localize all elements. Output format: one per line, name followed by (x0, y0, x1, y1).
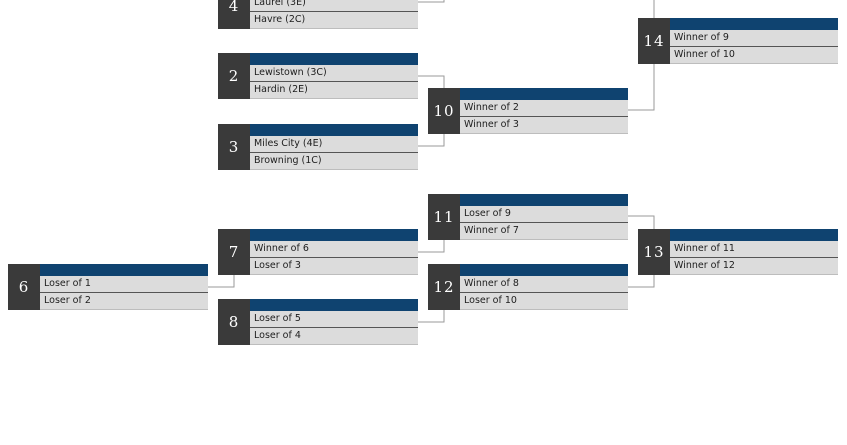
connector-4 (418, 0, 445, 3)
game-number: 4 (218, 0, 250, 29)
game-header (250, 124, 418, 136)
team-slot-1[interactable]: Loser of 1 (40, 276, 208, 293)
game-7[interactable]: 7 Winner of 6 Loser of 3 (218, 229, 418, 275)
team-slot-1[interactable]: Winner of 2 (460, 100, 628, 117)
game-12[interactable]: 12 Winner of 8 Loser of 10 (428, 264, 628, 310)
team-slot-2[interactable]: Winner of 3 (460, 117, 628, 133)
game-number: 10 (428, 88, 460, 134)
game-header (250, 229, 418, 241)
game-header (460, 264, 628, 276)
game-10[interactable]: 10 Winner of 2 Winner of 3 (428, 88, 628, 134)
game-shadow (40, 309, 208, 310)
game-header (460, 88, 628, 100)
game-shadow (250, 98, 418, 99)
team-slot-2[interactable]: Loser of 3 (250, 258, 418, 274)
game-4[interactable]: 4 Laurel (3E) Havre (2C) (218, 0, 418, 29)
game-shadow (670, 274, 838, 275)
game-number: 14 (638, 18, 670, 64)
team-slot-1[interactable]: Loser of 5 (250, 311, 418, 328)
game-header (460, 194, 628, 206)
team-slot-1[interactable]: Miles City (4E) (250, 136, 418, 153)
game-header (670, 229, 838, 241)
team-slot-2[interactable]: Loser of 4 (250, 328, 418, 344)
game-number: 11 (428, 194, 460, 240)
game-number: 6 (8, 264, 40, 310)
team-slot-2[interactable]: Hardin (2E) (250, 82, 418, 98)
game-header (670, 18, 838, 30)
game-shadow (460, 239, 628, 240)
game-number: 2 (218, 53, 250, 99)
team-slot-1[interactable]: Winner of 9 (670, 30, 838, 47)
game-6[interactable]: 6 Loser of 1 Loser of 2 (8, 264, 208, 310)
team-slot-1[interactable]: Winner of 6 (250, 241, 418, 258)
game-2[interactable]: 2 Lewistown (3C) Hardin (2E) (218, 53, 418, 99)
game-11[interactable]: 11 Loser of 9 Winner of 7 (428, 194, 628, 240)
team-slot-1[interactable]: Lewistown (3C) (250, 65, 418, 82)
game-shadow (250, 274, 418, 275)
game-shadow (670, 63, 838, 64)
game-header (40, 264, 208, 276)
team-slot-1[interactable]: Winner of 11 (670, 241, 838, 258)
game-14[interactable]: 14 Winner of 9 Winner of 10 (638, 18, 838, 64)
game-number: 12 (428, 264, 460, 310)
game-3[interactable]: 3 Miles City (4E) Browning (1C) (218, 124, 418, 170)
team-slot-2[interactable]: Winner of 7 (460, 223, 628, 239)
team-slot-2[interactable]: Loser of 2 (40, 293, 208, 309)
team-slot-2[interactable]: Winner of 10 (670, 47, 838, 63)
connector-6 (208, 272, 235, 288)
game-shadow (250, 28, 418, 29)
game-shadow (460, 309, 628, 310)
game-shadow (250, 344, 418, 345)
game-number: 3 (218, 124, 250, 170)
team-slot-1[interactable]: Winner of 8 (460, 276, 628, 293)
team-slot-2[interactable]: Browning (1C) (250, 153, 418, 169)
game-header (250, 53, 418, 65)
game-8[interactable]: 8 Loser of 5 Loser of 4 (218, 299, 418, 345)
game-13[interactable]: 13 Winner of 11 Winner of 12 (638, 229, 838, 275)
game-header (250, 299, 418, 311)
team-slot-2[interactable]: Loser of 10 (460, 293, 628, 309)
game-number: 8 (218, 299, 250, 345)
team-slot-2[interactable]: Havre (2C) (250, 12, 418, 28)
game-number: 7 (218, 229, 250, 275)
game-shadow (460, 133, 628, 134)
game-number: 13 (638, 229, 670, 275)
team-slot-1[interactable]: Loser of 9 (460, 206, 628, 223)
team-slot-2[interactable]: Winner of 12 (670, 258, 838, 274)
game-shadow (250, 169, 418, 170)
team-slot-1[interactable]: Laurel (3E) (250, 0, 418, 12)
